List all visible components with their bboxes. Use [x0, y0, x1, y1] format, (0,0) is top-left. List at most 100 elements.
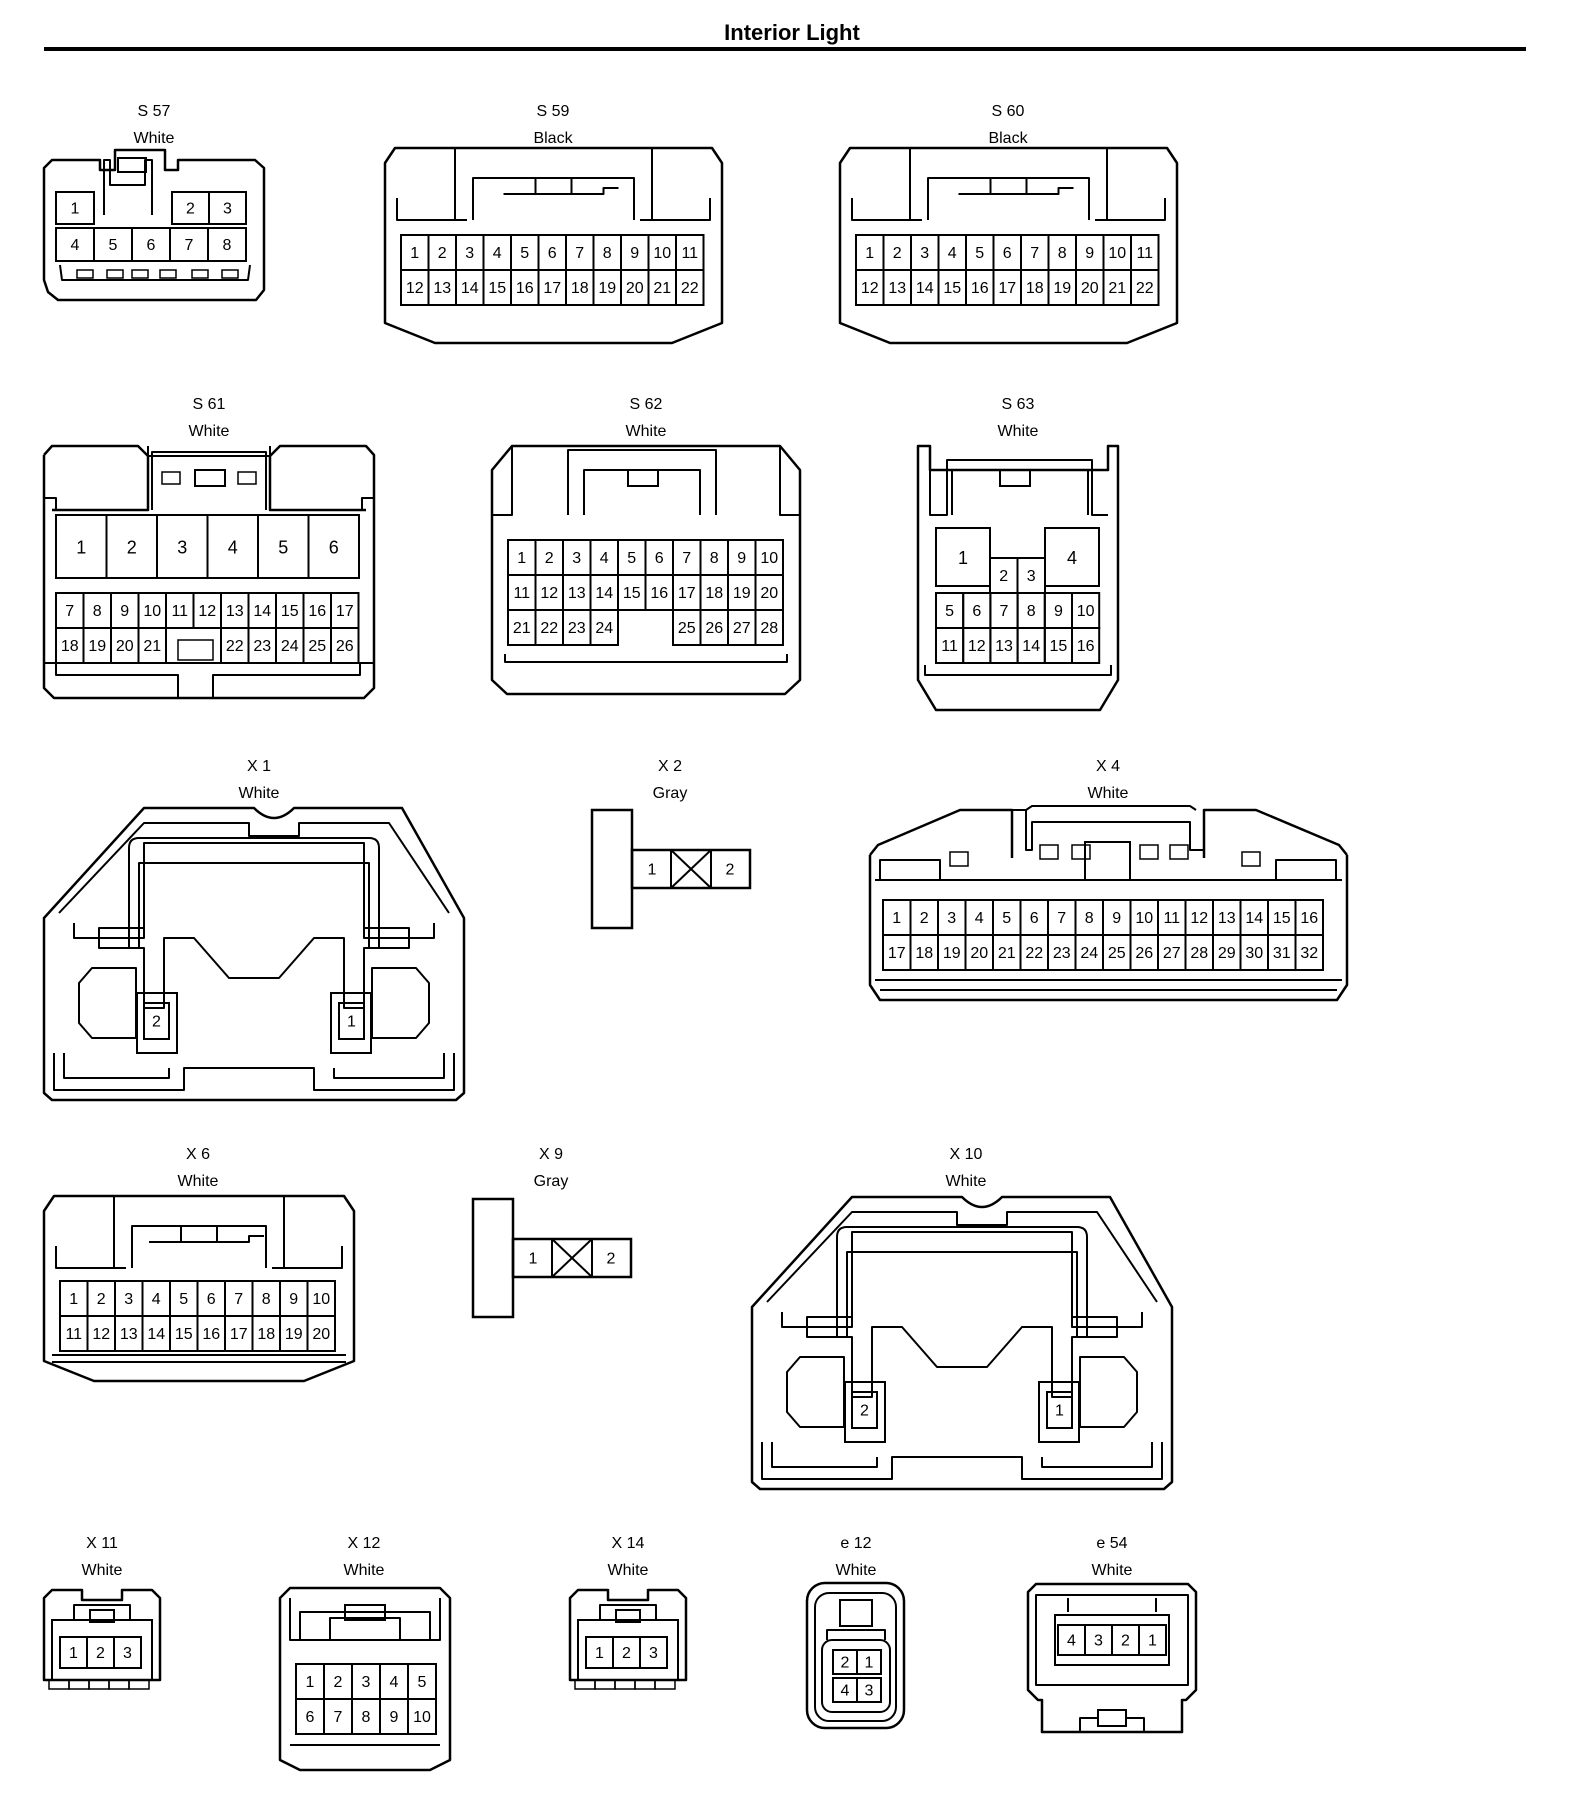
pin-label: 1	[865, 245, 874, 262]
pin-cell: 14	[589, 574, 619, 611]
pin-label: 2	[726, 862, 735, 879]
pin-cell: 1	[55, 514, 108, 579]
pin-cell: 7	[1020, 234, 1050, 271]
pin-label: 15	[623, 585, 641, 602]
pin-label: 5	[418, 1674, 427, 1691]
pin-label: 31	[1273, 945, 1291, 962]
pin-cell: 17	[992, 269, 1022, 306]
page-title: Interior Light	[724, 20, 860, 45]
pin-label: 22	[681, 280, 699, 297]
connector-color-label: Black	[533, 130, 573, 147]
pin-cell: 2	[832, 1649, 858, 1675]
pin-label: 19	[733, 585, 751, 602]
pin-label: 5	[1002, 910, 1011, 927]
pin-label: 17	[543, 280, 561, 297]
pin-label: 3	[920, 245, 929, 262]
pin-cell: 12	[86, 1315, 116, 1352]
pin-label: 25	[1108, 945, 1126, 962]
pin-cell: 4	[1044, 527, 1100, 587]
pin-label: 11	[513, 585, 530, 602]
pin-label: 1	[595, 1645, 604, 1662]
pin-cell: 5	[169, 1280, 199, 1317]
pin-cell: 21	[137, 627, 167, 664]
pin-label: 1	[347, 1014, 356, 1031]
pin-cell: 24	[275, 627, 305, 664]
pin-label: 16	[1077, 638, 1095, 655]
pin-cell: 10	[1129, 899, 1159, 936]
pin-cell: 6	[196, 1280, 226, 1317]
pin-cell: 19	[937, 934, 967, 971]
connector-id-label: S 57	[138, 103, 171, 120]
pin-label: 16	[516, 280, 534, 297]
pin-cell: 8	[592, 234, 622, 271]
pin-label: 1	[648, 862, 657, 879]
pin-label: 8	[93, 603, 102, 620]
pin-cell: 3	[1016, 557, 1046, 594]
title-rule	[44, 47, 1526, 51]
pin-cell: 8	[699, 539, 729, 576]
pin-label: 20	[312, 1326, 330, 1343]
pin-label: 2	[438, 245, 447, 262]
pin-label: 8	[1085, 910, 1094, 927]
pin-label: 2	[999, 568, 1008, 585]
pin-cell: 4	[55, 227, 95, 262]
connector-id-label: X 10	[950, 1146, 983, 1163]
connector-color-label: Gray	[653, 785, 688, 802]
pin-label: 11	[1163, 910, 1180, 927]
pin-cell: 2	[105, 514, 158, 579]
pin-cell: 16	[510, 269, 540, 306]
pin-label: 13	[568, 585, 586, 602]
pin-cell: 9	[1043, 592, 1074, 629]
pin-cell: 10	[407, 1698, 437, 1735]
pin-cell: 2	[143, 1002, 170, 1040]
pin-cell: 11	[935, 627, 965, 664]
pin-label: 1	[958, 548, 968, 568]
pin-cell: 6	[992, 234, 1022, 271]
pin-label: 12	[1190, 910, 1208, 927]
pin-cell: 4	[1057, 1624, 1086, 1656]
pin-label: 5	[627, 550, 636, 567]
pin-label: 17	[230, 1326, 248, 1343]
pin-label: 2	[860, 1403, 869, 1420]
pin-label: 20	[116, 638, 134, 655]
pin-cell: 4	[937, 234, 967, 271]
pin-cell: 9	[1102, 899, 1132, 936]
pin-label: 2	[96, 1645, 105, 1662]
pin-label: 5	[975, 245, 984, 262]
pin-cell: 18	[55, 627, 85, 664]
pin-label: 3	[947, 910, 956, 927]
pin-cell: 4	[379, 1663, 409, 1700]
pin-label: 22	[226, 638, 244, 655]
pin-cell: 16	[965, 269, 995, 306]
connector-color-label: White	[608, 1562, 649, 1579]
pin-cell: 18	[909, 934, 939, 971]
pin-cell: 7	[989, 592, 1019, 629]
pin-cell: 28	[1184, 934, 1214, 971]
pin-cell: 3	[1084, 1624, 1113, 1656]
pin-label: 24	[595, 620, 613, 637]
pin-label: 9	[1054, 603, 1063, 620]
pin-cell: 12	[855, 269, 885, 306]
pin-cell: 1	[507, 539, 537, 576]
pin-cell: 3	[156, 514, 209, 579]
pin-cell: 4	[482, 234, 512, 271]
pin-cell: 6	[644, 539, 674, 576]
connector-id-label: S 59	[537, 103, 570, 120]
pin-label: 4	[841, 1683, 850, 1700]
pin-label: 14	[1022, 638, 1040, 655]
pin-label: 19	[598, 280, 616, 297]
pin-cell: 6	[307, 514, 360, 579]
pin-cell: 3	[639, 1636, 668, 1669]
pin-cell: 3	[455, 234, 485, 271]
pin-label: 11	[1136, 245, 1153, 262]
pin-cell: 4	[206, 514, 259, 579]
pin-cell: 18	[565, 269, 595, 306]
pin-cell: 1	[856, 1649, 882, 1675]
pin-cell: 12	[962, 627, 992, 664]
